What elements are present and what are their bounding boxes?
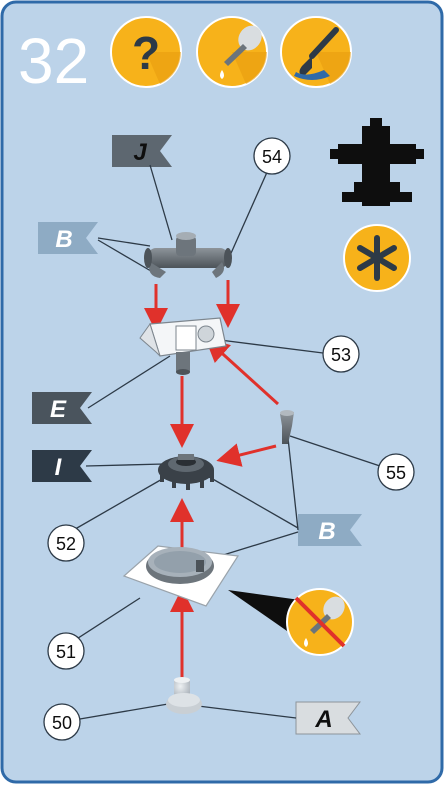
arrow-55-to-53 — [205, 337, 280, 406]
part-50-pin — [166, 677, 202, 714]
flag-J: J — [112, 135, 172, 167]
leader-lines — [69, 164, 381, 721]
svg-text:E: E — [50, 396, 67, 423]
svg-text:?: ? — [132, 27, 160, 79]
asterisk-icon — [343, 224, 411, 292]
svg-text:A: A — [314, 706, 332, 733]
part-number-54: 54 — [253, 137, 291, 175]
part-54-cross-connector — [144, 232, 232, 278]
part-number-51: 51 — [47, 632, 85, 670]
part-53-white-fitting — [139, 317, 227, 375]
paint-brush-icon — [280, 16, 352, 88]
svg-text:54: 54 — [262, 147, 282, 167]
flag-E: E — [32, 392, 92, 424]
part-number-50: 50 — [43, 703, 81, 741]
svg-text:52: 52 — [56, 534, 76, 554]
question-icon: ? — [110, 16, 182, 88]
glue-dropper-icon — [196, 16, 268, 88]
flag-A: A — [295, 701, 361, 735]
no-glue-callout-beam — [228, 590, 300, 640]
no-glue-icon — [286, 588, 354, 656]
aircraft-silhouette-icon — [330, 118, 424, 206]
part-number-55: 55 — [377, 453, 415, 491]
part-52-gear-ring — [158, 454, 214, 490]
part-number-53: 53 — [322, 335, 360, 373]
svg-text:53: 53 — [331, 345, 351, 365]
svg-text:B: B — [55, 226, 72, 253]
flag-I: I — [32, 450, 92, 482]
svg-text:I: I — [55, 454, 63, 481]
part-number-52: 52 — [47, 524, 85, 562]
svg-text:J: J — [133, 139, 147, 166]
svg-text:51: 51 — [56, 642, 76, 662]
part-55-small-peg — [280, 410, 294, 444]
flag-B-bottom: B — [298, 514, 362, 546]
assembly-arrows — [144, 280, 280, 680]
svg-text:50: 50 — [52, 713, 72, 733]
arrow-55-to-52 — [216, 443, 277, 467]
part-51-base-plate — [122, 545, 240, 607]
svg-text:55: 55 — [386, 463, 406, 483]
step-number: 32 — [18, 25, 89, 97]
flag-B-top: B — [38, 222, 98, 254]
svg-text:B: B — [318, 518, 335, 545]
